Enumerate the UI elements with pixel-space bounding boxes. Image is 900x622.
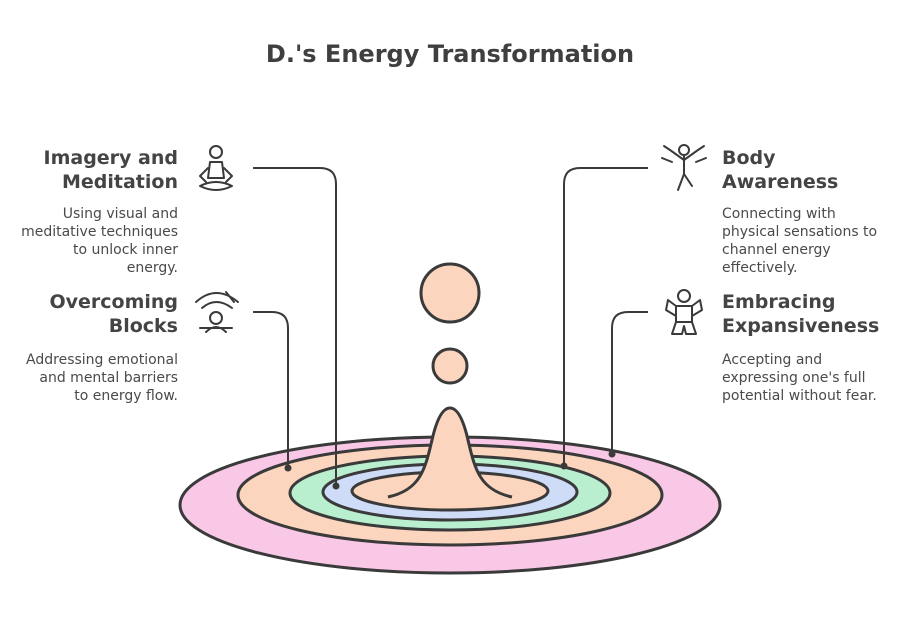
meditation-icon — [199, 145, 233, 191]
connector-dot-body — [560, 462, 568, 470]
heading-overcoming-blocks: Overcoming Blocks — [49, 291, 178, 337]
blocked-person-icon — [195, 291, 239, 333]
large-drop — [419, 262, 481, 324]
desc-body-awareness: Connecting with physical sensations to c… — [722, 206, 878, 276]
dancing-person-icon — [661, 144, 707, 191]
open-arms-person-icon — [665, 289, 703, 335]
desc-embracing-expansiveness: Accepting and expressing one's full pote… — [722, 352, 877, 404]
heading-imagery-meditation: Imagery and Meditation — [43, 147, 179, 193]
heading-embracing-expansiveness: Embracing Expansiveness — [722, 291, 880, 337]
small-drop — [431, 347, 469, 385]
connector-body-awareness — [563, 167, 648, 466]
splash-peak — [387, 406, 513, 499]
diagram-title: D.'s Energy Transformation — [265, 40, 635, 68]
desc-imagery-meditation: Using visual and meditative techniques t… — [21, 206, 178, 276]
connector-overcoming-blocks — [253, 311, 289, 468]
connector-dot-blocks — [284, 464, 292, 472]
connector-dot-expansiveness — [608, 450, 616, 458]
connector-imagery-meditation — [253, 167, 337, 486]
connector-dot-imagery — [332, 482, 340, 490]
desc-overcoming-blocks: Addressing emotional and mental barriers… — [26, 352, 178, 404]
connector-embracing-expansiveness — [611, 311, 648, 454]
heading-body-awareness: Body Awareness — [722, 147, 839, 193]
